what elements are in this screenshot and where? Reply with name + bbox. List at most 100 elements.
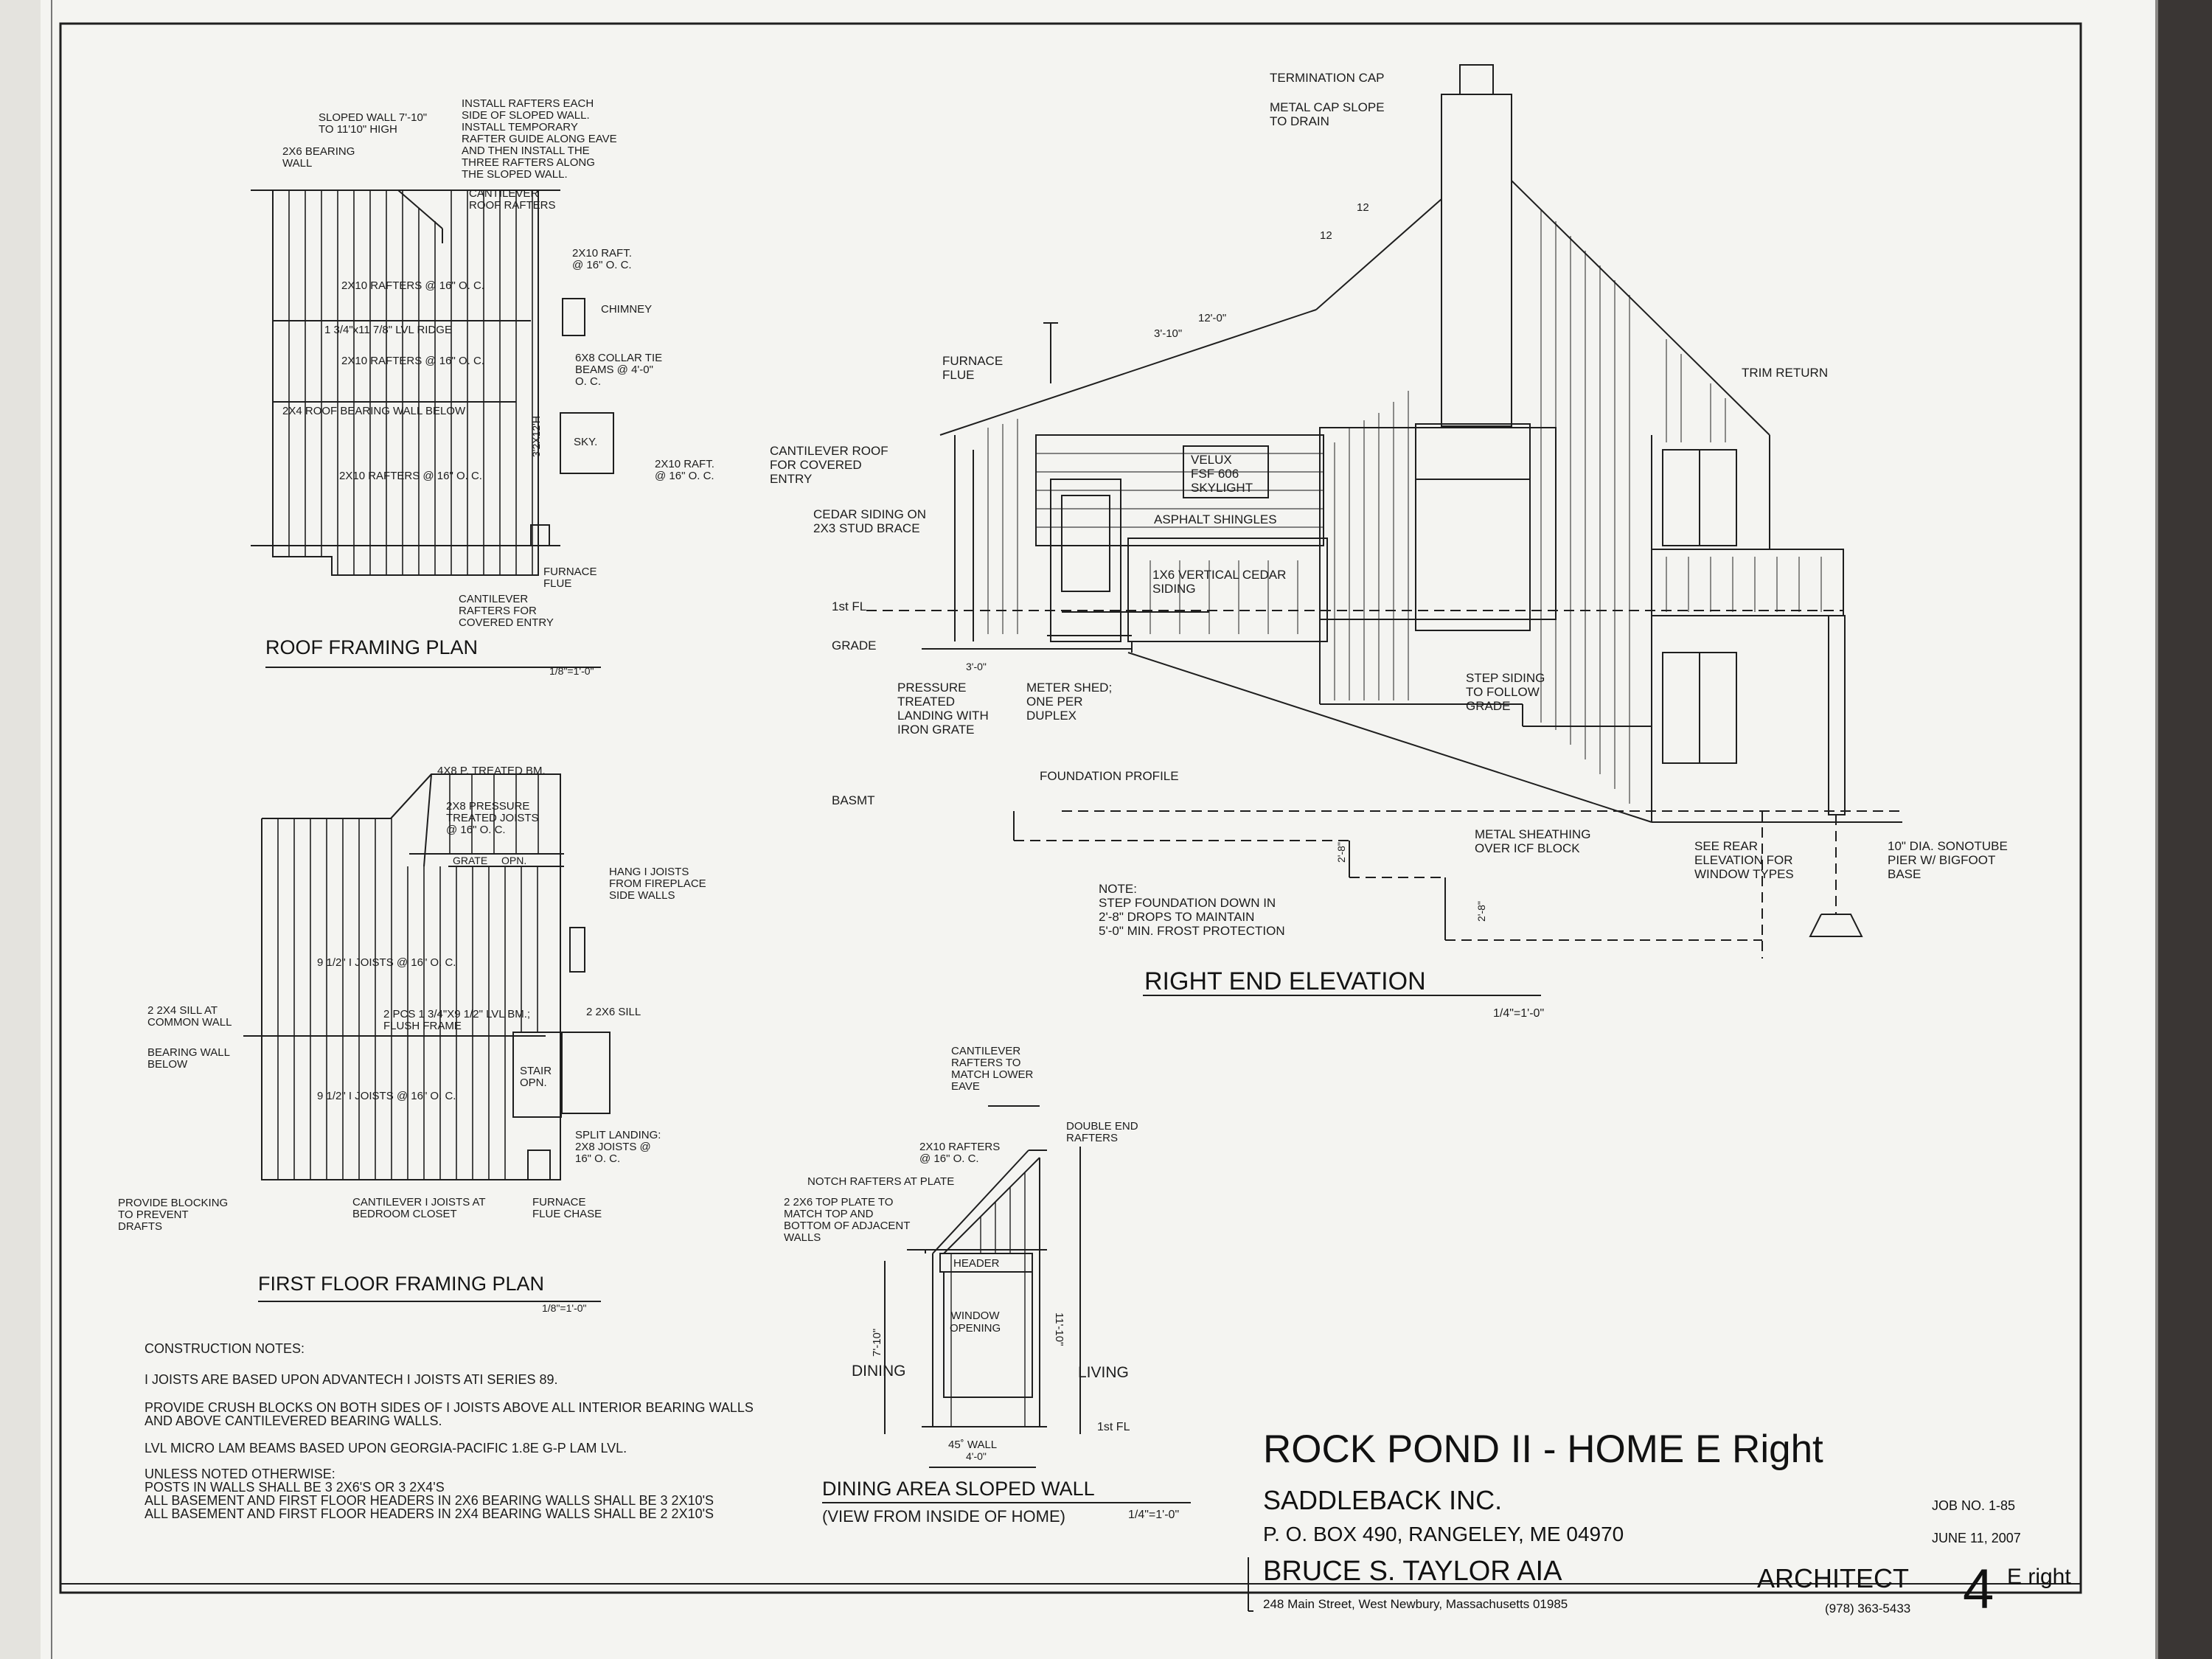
roof-install-rafters-note: INSTALL RAFTERS EACH SIDE OF SLOPED WALL…	[462, 97, 617, 181]
border-frame	[59, 22, 2082, 1594]
company-name: SADDLEBACK INC.	[1263, 1485, 1503, 1515]
elev-cedar-siding-note: CEDAR SIDING ON 2x3 STUD BRACE	[813, 507, 927, 535]
sloped-wall-title: DINING AREA SLOPED WALL	[822, 1478, 1095, 1500]
elev-vertical-cedar-note: 1x6 VERTICAL CEDAR SIDING	[1152, 568, 1287, 596]
elev-dim-3-0: 3'-0"	[966, 661, 987, 672]
elev-trim-return-note: TRIM RETURN	[1742, 366, 1829, 380]
roof-rafters-1-note: 2x10 RAFTERS @ 16" O. C.	[341, 279, 484, 292]
floor-plan-title: FIRST FLOOR FRAMING PLAN	[258, 1273, 545, 1295]
wall-dining-label: DINING	[852, 1363, 906, 1380]
floor-sill-2x6-note: 2 2x6 SILL	[586, 1006, 641, 1018]
floor-plan-scale: 1/8"=1'-0"	[542, 1302, 587, 1314]
wall-top-plate-note: 2 2x6 TOP PLATE TO MATCH TOP AND BOTTOM …	[784, 1196, 911, 1244]
elev-cantilever-roof-note: CANTILEVER ROOF FOR COVERED ENTRY	[770, 444, 888, 486]
elev-metal-cap-note: METAL CAP SLOPE TO DRAIN	[1270, 100, 1385, 128]
wall-height-11-10: 11'-10"	[1053, 1312, 1065, 1346]
wall-header-label: HEADER	[953, 1257, 1000, 1270]
elev-velux-note: VELUX FSF 606 SKYLIGHT	[1191, 453, 1253, 495]
architect-name: BRUCE S. TAYLOR AIA	[1263, 1556, 1562, 1587]
dining-sloped-wall	[822, 1105, 1191, 1503]
job-number: JOB NO. 1-85	[1932, 1498, 2016, 1513]
sheet-suffix: E right	[2007, 1565, 2071, 1589]
wall-cantilever-note: CANTILEVER RAFTERS TO MATCH LOWER EAVE	[951, 1045, 1034, 1093]
elev-step-foundation-note: NOTE: STEP FOUNDATION DOWN IN 2'-8" DROP…	[1099, 882, 1285, 938]
floor-stair-opening-label: STAIR OPN.	[520, 1065, 552, 1089]
wall-45-label: 45˚ WALL	[948, 1439, 998, 1451]
construction-note: I JOISTS ARE BASED UPON ADVANTECH I JOIS…	[145, 1372, 558, 1387]
roof-plan-scale: 1/8"=1'-0"	[549, 665, 594, 677]
floor-joists-1-note: 9 1/2" I JOISTS @ 16" O. C.	[317, 956, 456, 969]
wall-dim-4-0: 4'-0"	[966, 1450, 987, 1462]
first-floor-framing-plan	[243, 773, 611, 1302]
elev-step-siding-note: STEP SIDING TO FOLLOW GRADE	[1466, 671, 1545, 713]
elev-foundation-profile-note: FOUNDATION PROFILE	[1040, 769, 1179, 783]
elev-dim-3-10: 3'-10"	[1154, 327, 1183, 340]
wall-notch-note: NOTCH RAFTERS AT PLATE	[807, 1175, 955, 1188]
construction-note: LVL MICRO LAM BEAMS BASED UPON GEORGIA-P…	[145, 1441, 627, 1455]
roof-framing-plan	[251, 189, 614, 668]
elev-basement-label: BASMT	[832, 793, 875, 807]
drawing-date: JUNE 11, 2007	[1932, 1531, 2021, 1545]
roof-furnace-flue-note: FURNACE FLUE	[543, 566, 597, 590]
wall-window-label: WINDOW OPENING	[950, 1310, 1001, 1335]
floor-flue-chase-note: FURNACE FLUE CHASE	[532, 1196, 602, 1220]
floor-sill-common-note: 2 2x4 SILL AT COMMON WALL	[147, 1004, 232, 1029]
architect-phone: (978) 363-5433	[1825, 1601, 1911, 1615]
sloped-wall-subtitle: (VIEW FROM INSIDE OF HOME)	[822, 1507, 1065, 1526]
construction-notes-heading: CONSTRUCTION NOTES:	[145, 1341, 305, 1356]
floor-treated-beam-note: 4x8 P. TREATED BM.	[437, 765, 546, 777]
roof-cantilever-entry-note: CANTILEVER RAFTERS FOR COVERED ENTRY	[459, 593, 554, 629]
roof-sloped-wall-note: SLOPED WALL 7'-10" TO 11'10" HIGH	[319, 111, 428, 136]
wall-living-label: LIVING	[1078, 1364, 1129, 1381]
company-address: P. O. BOX 490, RANGELEY, ME 04970	[1263, 1523, 1624, 1545]
roof-raft-top-note: 2x10 RAFT. @ 16" O. C.	[572, 247, 632, 271]
sheet-number: 4	[1963, 1558, 1994, 1621]
elevation-scale: 1/4"=1'-0"	[1493, 1007, 1545, 1020]
binding-edge	[0, 0, 41, 1659]
construction-note: UNLESS NOTED OTHERWISE: POSTS IN WALLS S…	[145, 1467, 714, 1521]
wall-height-7-10: 7'-10"	[871, 1328, 883, 1357]
elev-pitch-12a: 12	[1357, 201, 1369, 214]
wall-rafters-note: 2x10 RAFTERS @ 16" O. C.	[919, 1141, 1001, 1165]
elev-metal-sheathing-note: METAL SHEATHING OVER ICF BLOCK	[1475, 827, 1591, 855]
elev-drop-2: 2'-8"	[1475, 901, 1487, 922]
floor-joists-2-note: 9 1/2" I JOISTS @ 16" O. C.	[317, 1090, 456, 1102]
elevation-title: RIGHT END ELEVATION	[1144, 967, 1426, 995]
roof-ridge-note: 1 3/4"x11 7/8" LVL RIDGE	[324, 324, 452, 336]
floor-bearing-below-note: BEARING WALL BELOW	[147, 1046, 230, 1071]
floor-grate-label: GRATE	[453, 855, 488, 866]
roof-chimney-note: CHIMNEY	[601, 303, 653, 316]
architect-label: ARCHITECT	[1757, 1563, 1909, 1593]
roof-rafters-3-note: 2x10 RAFTERS @ 16" O. C.	[339, 470, 482, 482]
floor-hang-joists-note: HANG I JOISTS FROM FIREPLACE SIDE WALLS	[609, 866, 706, 902]
floor-treated-joists-note: 2x8 PRESSURE TREATED JOISTS @ 16" O. C.	[446, 800, 539, 836]
roof-cantilever-rafters-note: CANTILEVER ROOF RAFTERS	[469, 187, 556, 212]
project-title: ROCK POND II - HOME E Right	[1263, 1427, 1823, 1471]
elev-drop-1: 2'-8"	[1335, 842, 1347, 863]
roof-bearing-wall-note: 2x6 BEARING WALL	[282, 145, 355, 170]
wall-first-floor-label: 1st FL	[1097, 1421, 1130, 1433]
floor-lvl-beam-note: 2 PCS 1 3/4"x9 1/2" LVL BM.; FLUSH FRAME	[383, 1008, 531, 1032]
elev-pitch-12b: 12	[1320, 229, 1332, 242]
roof-rafters-2-note: 2x10 RAFTERS @ 16" O. C.	[341, 355, 484, 367]
sloped-wall-scale: 1/4"=1'-0"	[1128, 1509, 1180, 1521]
elev-first-floor-label: 1st FL	[832, 599, 867, 613]
elev-landing-note: PRESSURE TREATED LANDING WITH IRON GRATE	[897, 681, 989, 737]
elev-grade-label: GRADE	[832, 639, 877, 653]
right-end-elevation	[866, 64, 1902, 996]
floor-split-landing-note: SPLIT LANDING: 2x8 JOISTS @ 16" O. C.	[575, 1129, 661, 1165]
architect-address: 248 Main Street, West Newbury, Massachus…	[1263, 1597, 1568, 1611]
floor-cantilever-closet-note: CANTILEVER I JOISTS AT BEDROOM CLOSET	[352, 1196, 486, 1220]
elev-sonotube-note: 10" DIA. SONOTUBE PIER W/ BIGFOOT BASE	[1888, 839, 2008, 881]
wall-double-end-note: DOUBLE END RAFTERS	[1066, 1120, 1138, 1144]
construction-note: PROVIDE CRUSH BLOCKS ON BOTH SIDES OF I …	[145, 1400, 754, 1428]
roof-bearing-below-note: 2x4 ROOF BEARING WALL BELOW	[282, 405, 466, 417]
title-block-lines	[1248, 1557, 1253, 1612]
elev-furnace-flue-note: FURNACE FLUE	[942, 354, 1004, 382]
elev-dim-12-0: 12'-0"	[1198, 312, 1227, 324]
roof-plan-title: ROOF FRAMING PLAN	[265, 636, 479, 658]
floor-blocking-note: PROVIDE BLOCKING TO PREVENT DRAFTS	[118, 1197, 229, 1233]
elev-see-rear-note: SEE REAR ELEVATION FOR WINDOW TYPES	[1694, 839, 1794, 881]
elev-termination-cap-note: TERMINATION CAP	[1270, 71, 1385, 85]
